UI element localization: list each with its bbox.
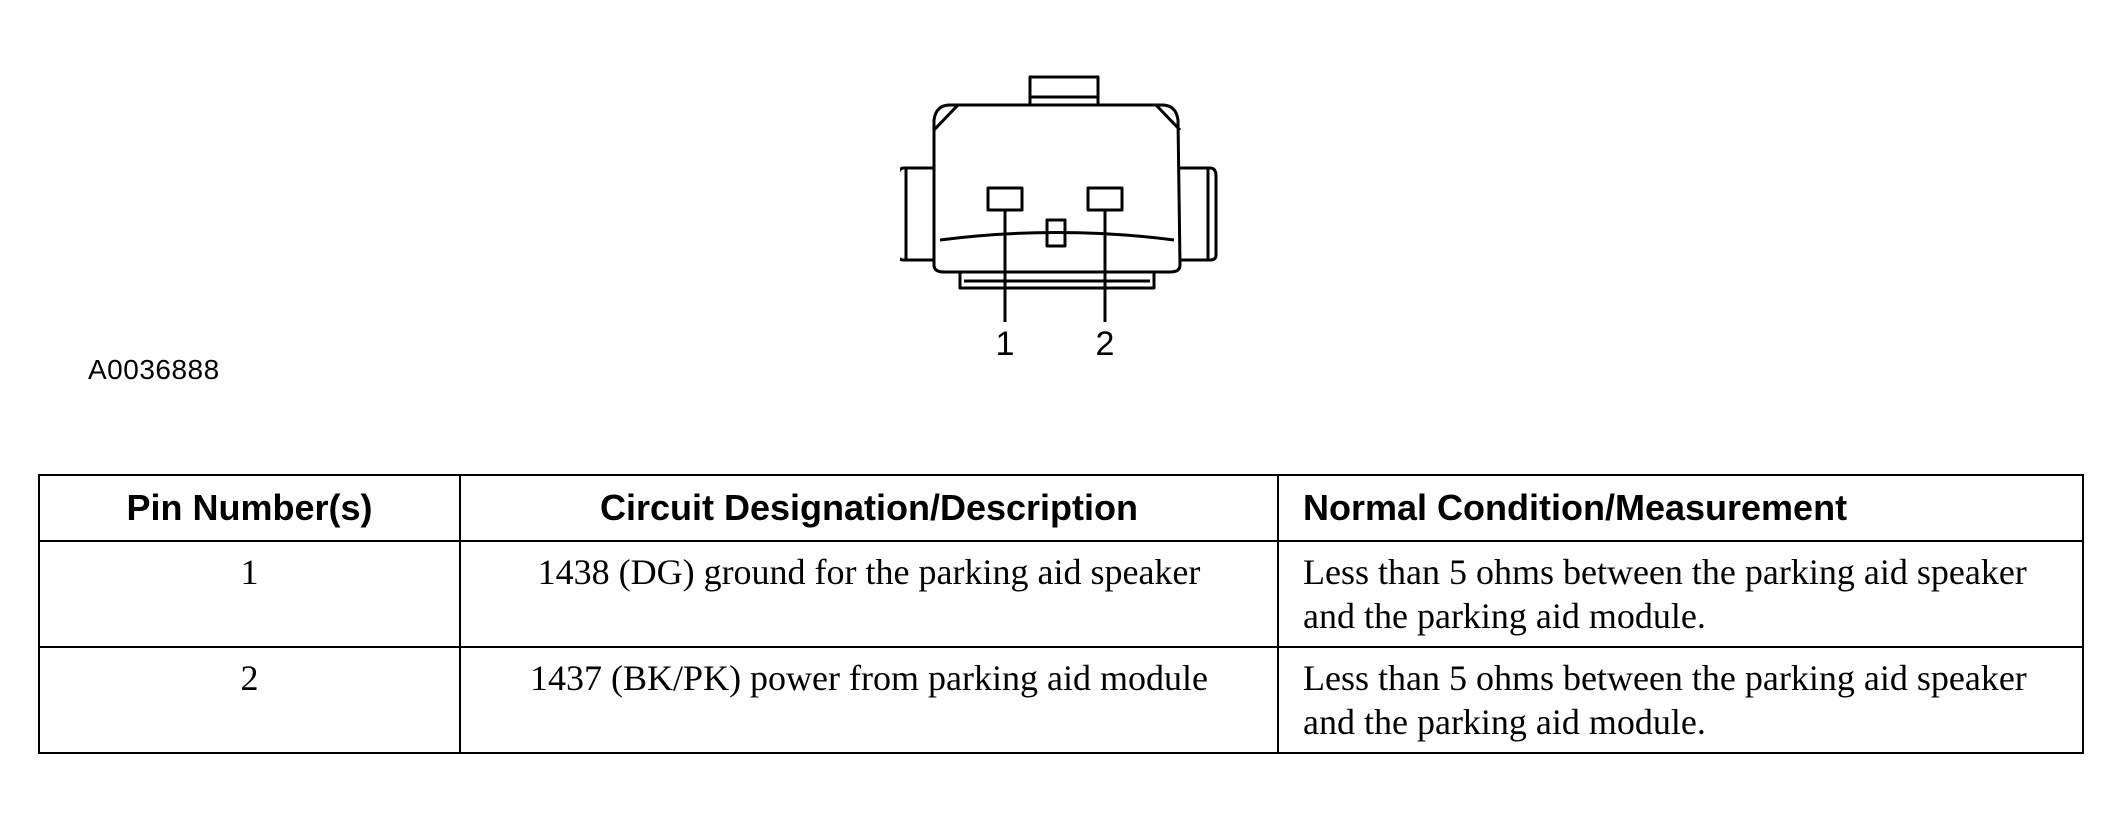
header-circuit-description: Circuit Designation/Description <box>459 474 1279 542</box>
left-wing <box>900 166 934 262</box>
table-row: 1 1438 (DG) ground for the parking aid s… <box>38 540 2084 648</box>
table-header-row: Pin Number(s) Circuit Designation/Descri… <box>38 474 2084 542</box>
table-row: 2 1437 (BK/PK) power from parking aid mo… <box>38 646 2084 754</box>
pin-table: Pin Number(s) Circuit Designation/Descri… <box>38 474 2084 754</box>
locking-tab <box>1028 75 1100 107</box>
pin-label-1: 1 <box>996 325 1015 360</box>
connector-face-drawing: 1 2 <box>900 75 1218 360</box>
figure-id: A0036888 <box>88 354 220 385</box>
cell-pin: 2 <box>38 646 461 754</box>
header-normal-condition: Normal Condition/Measurement <box>1277 474 2084 542</box>
cell-pin: 1 <box>38 540 461 648</box>
connector-diagram: 1 2 <box>900 60 1220 360</box>
pin-cavity-1 <box>986 186 1024 212</box>
right-wing <box>1180 166 1218 262</box>
cell-condition: Less than 5 ohms between the parking aid… <box>1277 646 2084 754</box>
cell-description: 1438 (DG) ground for the parking aid spe… <box>459 540 1279 648</box>
header-pin-number: Pin Number(s) <box>38 474 461 542</box>
pin-cavity-2 <box>1086 186 1124 212</box>
connector-body <box>932 103 1182 274</box>
bottom-skirt <box>958 270 1156 290</box>
cell-description: 1437 (BK/PK) power from parking aid modu… <box>459 646 1279 754</box>
center-key <box>1045 218 1067 248</box>
cell-condition: Less than 5 ohms between the parking aid… <box>1277 540 2084 648</box>
pin-label-2: 2 <box>1096 325 1115 360</box>
